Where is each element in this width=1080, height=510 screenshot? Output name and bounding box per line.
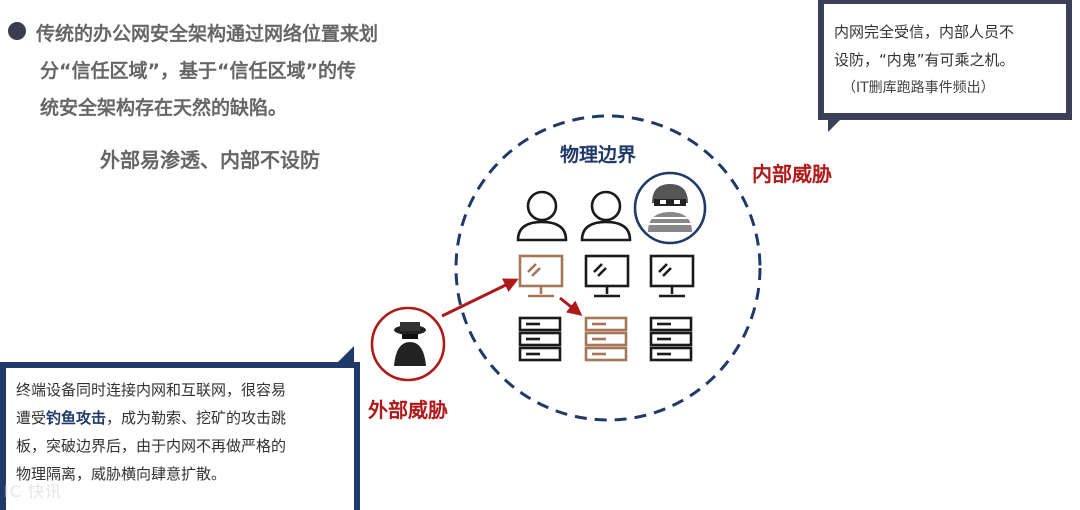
internal-threat-label: 内部威胁 — [752, 162, 832, 186]
server-icon — [518, 316, 562, 362]
insider-icon — [633, 171, 707, 245]
callout-bottom-line-3: 板，突破边界后，由于内网不再做严格的 — [16, 437, 287, 455]
phishing-callout: 终端设备同时连接内网和互联网，很容易 遭受钓鱼攻击，成为勒索、挖矿的攻击跳 板，… — [0, 362, 360, 510]
callout-bottom-tail — [338, 346, 354, 362]
watermark: IC 快讯 — [4, 482, 62, 501]
phishing-emphasis: 钓鱼攻击 — [46, 409, 107, 427]
intro-line-2: 分“信任区域”，基于“信任区域”的传 — [40, 60, 356, 82]
intro-line-3: 统安全架构存在天然的缺陷。 — [40, 97, 288, 119]
physical-boundary-circle — [454, 114, 762, 422]
callout-top-line-2: 设防，“内鬼”有可乘之机。 — [834, 51, 1015, 69]
intro-paragraph: 传统的办公网安全架构通过网络位置来划 分“信任区域”，基于“信任区域”的传 统安… — [36, 16, 416, 127]
server-icon — [584, 316, 628, 362]
callout-top-note: （IT删库跑路事件频出） — [842, 80, 995, 96]
bullet-icon — [8, 22, 26, 40]
callout-bottom-line-2-pre: 遭受 — [16, 409, 47, 427]
subtitle: 外部易渗透、内部不设防 — [100, 148, 320, 172]
callout-top-tail — [828, 118, 842, 132]
insider-callout: 内网完全受信，内部人员不 设防，“内鬼”有可乘之机。 （IT删库跑路事件频出） — [818, 0, 1072, 120]
external-threat-label: 外部威胁 — [368, 398, 448, 422]
callout-top-line-1: 内网完全受信，内部人员不 — [834, 23, 1015, 41]
server-icon — [649, 316, 693, 362]
callout-bottom-line-4: 物理隔离，威胁横向肆意扩散。 — [16, 465, 227, 483]
user-icon — [516, 190, 568, 242]
hacker-icon — [370, 306, 446, 382]
user-icon — [580, 190, 632, 242]
lateral-move-arrow — [559, 296, 583, 316]
monitor-icon — [649, 254, 695, 298]
attack-arrow-external — [441, 278, 519, 318]
monitor-icon — [584, 254, 630, 298]
monitor-icon — [518, 254, 564, 298]
callout-bottom-line-2-post: ，成为勒索、挖矿的攻击跳 — [106, 409, 287, 427]
intro-line-1: 传统的办公网安全架构通过网络位置来划 — [36, 23, 379, 45]
callout-bottom-line-1: 终端设备同时连接内网和互联网，很容易 — [16, 381, 287, 399]
physical-boundary-label: 物理边界 — [560, 144, 637, 166]
